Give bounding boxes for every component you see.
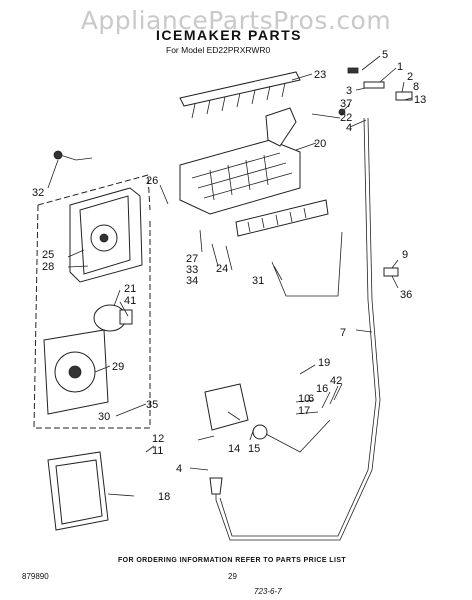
ejector-rake-icon (179, 71, 301, 107)
ice-mold-cavities-icon (191, 152, 293, 199)
wire-nut-icon (347, 67, 359, 74)
callout-3: 3 (346, 85, 352, 97)
page-title: ICEMAKER PARTS (156, 27, 302, 43)
clamp-icon (363, 81, 385, 89)
callout-5: 5 (382, 49, 388, 61)
ejector-fingers-icon (191, 82, 286, 119)
ice-mold-icon (179, 139, 301, 215)
water-fill-tube-inner-icon (219, 117, 377, 537)
callout-7: 7 (340, 327, 346, 339)
harness-connector-icon (53, 150, 63, 160)
callout-12: 12 (152, 433, 164, 445)
callout-31: 31 (252, 275, 264, 287)
fill-cup-icon (265, 107, 297, 147)
heater-strip-icon (235, 199, 329, 237)
water-valve-icon (204, 383, 249, 431)
callout-9: 9 (402, 249, 408, 261)
callout-19: 19 (318, 357, 330, 369)
assembly-enclosure (33, 174, 151, 429)
callout-6: 6 (308, 393, 314, 405)
model-subtitle: For Model ED22PRXRWR0 (166, 45, 271, 55)
shutoff-arm-icon (271, 231, 343, 297)
document-number: 879890 (22, 572, 49, 581)
heater-ribs-icon (247, 207, 307, 233)
callout-42: 42 (330, 375, 342, 387)
bracket-icon (383, 267, 399, 277)
ice-bucket-rim-icon (55, 459, 103, 525)
callout-10: 10 (298, 393, 310, 405)
callout-20: 20 (314, 138, 326, 150)
callout-28: 28 (42, 261, 54, 273)
callout-4a: 4 (346, 122, 352, 134)
callout-34: 34 (186, 275, 198, 287)
compression-fitting-icon (209, 477, 223, 495)
callout-27: 27 (186, 253, 198, 265)
ice-mold-ribs-icon (209, 154, 269, 201)
callout-35: 35 (146, 399, 158, 411)
callout-8: 8 (413, 81, 419, 93)
callout-24: 24 (216, 263, 228, 275)
callout-26: 26 (146, 175, 158, 187)
handwritten-note: 723-6-7 (254, 587, 282, 596)
callout-17: 17 (298, 405, 310, 417)
callout-36: 36 (400, 289, 412, 301)
watermark: AppliancePartsPros.com (80, 6, 392, 35)
callout-29: 29 (112, 361, 124, 373)
callout-11: 11 (152, 445, 163, 457)
valve-supply-line-icon (265, 419, 331, 453)
callout-23: 23 (314, 69, 326, 81)
callout-18: 18 (158, 491, 170, 503)
valve-solenoid-icon (252, 424, 268, 440)
callout-16: 16 (316, 383, 328, 395)
screw-icon (338, 108, 346, 116)
callout-2: 2 (407, 71, 413, 83)
ordering-note: FOR ORDERING INFORMATION REFER TO PARTS … (118, 557, 347, 564)
callout-13: 13 (414, 94, 426, 106)
leader-lines (47, 55, 413, 497)
callout-32: 32 (32, 187, 44, 199)
motor-mount-icon (119, 309, 133, 325)
callout-41: 41 (124, 295, 136, 307)
page-number: 29 (228, 572, 237, 581)
callout-1: 1 (397, 61, 403, 73)
callout-37: 37 (340, 98, 352, 110)
callout-15: 15 (248, 443, 260, 455)
callout-33: 33 (186, 264, 198, 276)
callout-4b: 4 (176, 463, 182, 475)
plate-gear-center-icon (68, 365, 82, 379)
wire-harness-icon (59, 154, 93, 161)
callout-25: 25 (42, 249, 54, 261)
water-fill-tube-icon (215, 117, 381, 541)
callout-21: 21 (124, 283, 136, 295)
callout-14: 14 (228, 443, 240, 455)
callout-22: 22 (340, 112, 352, 124)
housing-hub-center-icon (99, 233, 109, 243)
callout-30: 30 (98, 411, 110, 423)
